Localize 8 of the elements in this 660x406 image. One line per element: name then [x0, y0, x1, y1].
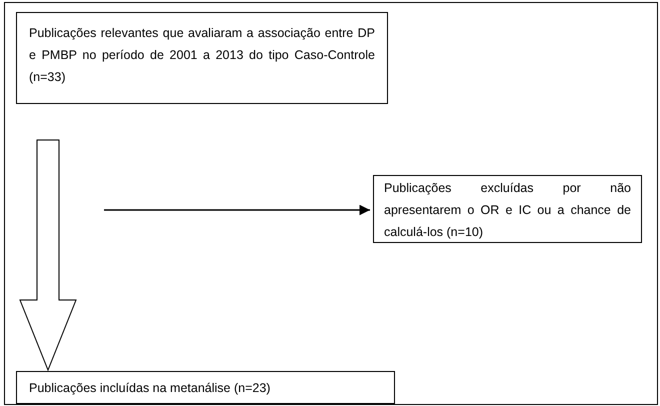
node-text: Publicações incluídas na metanálise (n=23) [29, 380, 272, 397]
node-text: Publicações relevantes que avaliaram a associação entre DP e PMBP no período de 2001 a 2013 do tipo Caso-Controle (n=33) [29, 25, 375, 86]
block-arrow [19, 140, 77, 372]
process-box [16, 12, 388, 104]
node-text: Publicações excluídas por não apresentarem o OR e IC ou a chance de calculá-los (n=10) [384, 180, 631, 241]
process-box [373, 175, 642, 243]
process-box [16, 371, 395, 404]
arrow [104, 204, 370, 216]
